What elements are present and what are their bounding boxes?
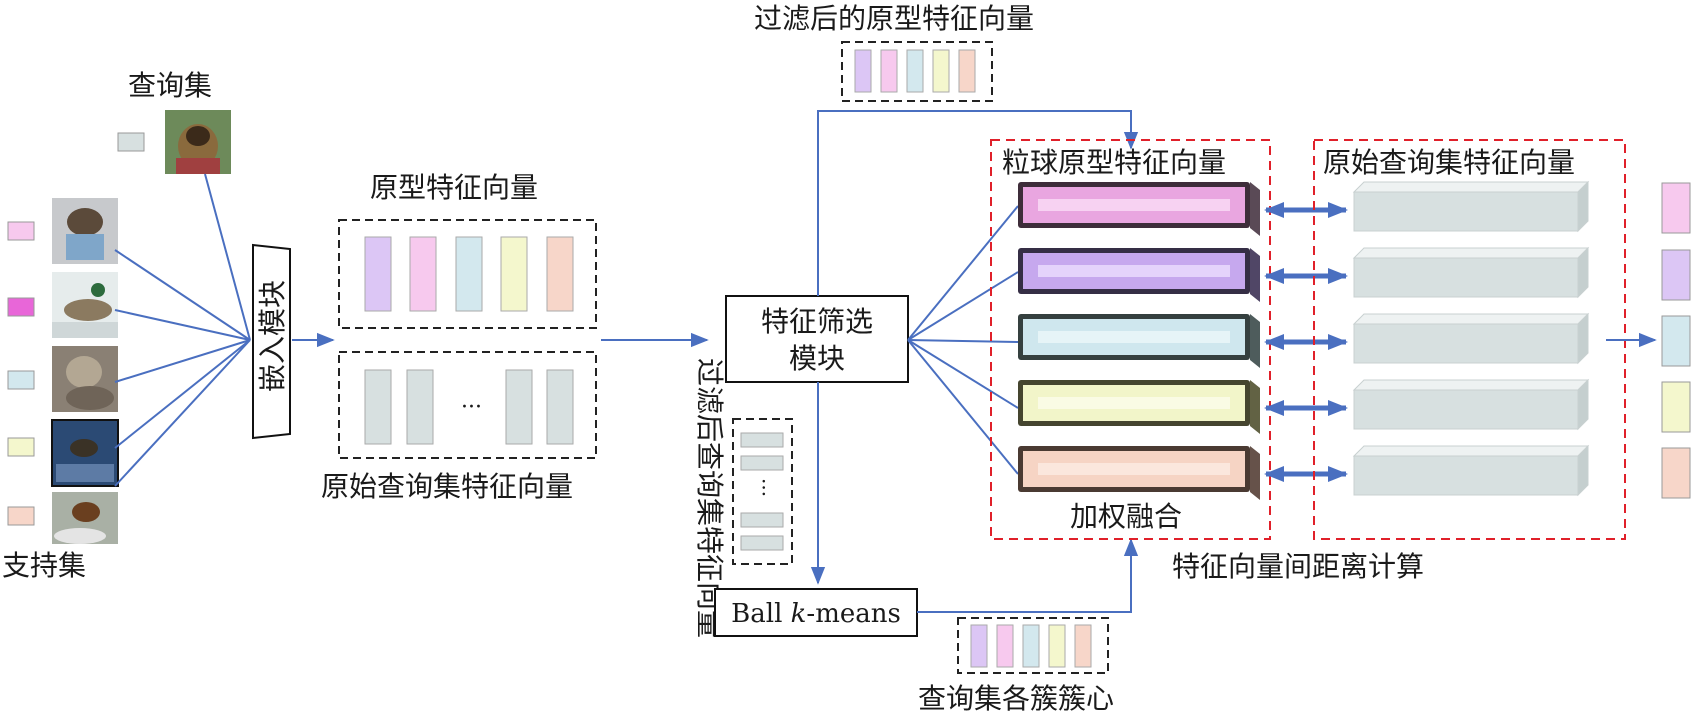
output-swatches <box>1661 182 1691 499</box>
granular-bar-5 <box>1018 446 1260 500</box>
filtered-prototype-bars <box>854 49 976 93</box>
query-image <box>165 110 231 174</box>
cluster-centers-box <box>957 617 1109 674</box>
support-image-1 <box>52 198 118 264</box>
feature-filter-label-2: 模块 <box>789 342 845 375</box>
distance-arrows <box>1264 202 1348 482</box>
ball-kmeans-module: Ball k-means <box>714 588 918 637</box>
ball-kmeans-label: Ball k-means <box>731 599 901 629</box>
feature-filter-label-1: 特征筛选 <box>761 305 873 338</box>
support-swatches <box>7 221 35 526</box>
feature-filter-module: 特征筛选 模块 <box>725 295 909 383</box>
prototype-vector-bars <box>364 236 574 312</box>
filter-to-granular-arrow <box>817 110 1139 296</box>
support-image-5 <box>52 492 118 544</box>
query-swatch <box>117 132 145 152</box>
raw-query-right-label: 原始查询集特征向量 <box>1323 146 1575 179</box>
support-swatch-1 <box>7 221 35 241</box>
output-swatch-4 <box>1661 381 1691 433</box>
embed-module: 嵌入模块 <box>252 243 291 440</box>
query-set-label: 查询集 <box>128 69 212 102</box>
filtered-query-box <box>732 418 793 565</box>
output-swatch-1 <box>1661 182 1691 234</box>
granular-bar-4 <box>1018 380 1260 434</box>
granular-bar-1 <box>1018 182 1260 236</box>
output-swatch-3 <box>1661 315 1691 367</box>
granular-ball-bars <box>1018 182 1260 500</box>
prototype-vectors-label: 原型特征向量 <box>370 171 538 204</box>
support-image-4 <box>51 419 119 487</box>
raw-query-bar-1 <box>1352 180 1590 233</box>
kmeans-to-granular-arrow <box>917 538 1139 613</box>
support-image-3 <box>52 346 118 412</box>
raw-query-ellipsis: ··· <box>461 395 482 420</box>
distance-calc-label: 特征向量间距离计算 <box>1172 550 1424 583</box>
filter-fanout-lines <box>907 205 1019 475</box>
raw-query-vectors-label: 原始查询集特征向量 <box>321 470 573 503</box>
support-swatch-5 <box>7 506 35 526</box>
output-swatch-2 <box>1661 249 1691 301</box>
filtered-query-ellipsis: ··· <box>752 478 776 497</box>
support-swatch-2 <box>7 297 35 317</box>
raw-query-bar-4 <box>1352 378 1590 431</box>
weighted-fusion-label: 加权融合 <box>1070 500 1182 533</box>
granular-ball-region <box>990 139 1271 540</box>
filtered-query-bars <box>740 432 784 551</box>
raw-query-bar-2 <box>1352 246 1590 299</box>
support-set-label: 支持集 <box>2 549 86 582</box>
support-swatch-4 <box>7 437 35 457</box>
support-swatch-3 <box>7 370 35 390</box>
output-swatch-5 <box>1661 447 1691 499</box>
filtered-prototypes-label: 过滤后的原型特征向量 <box>754 2 1034 35</box>
input-lines <box>114 173 251 487</box>
raw-query-3d-bars <box>1352 180 1590 497</box>
prototype-vectors-box <box>338 219 597 329</box>
granular-bar-2 <box>1018 248 1260 302</box>
cluster-center-bars <box>970 624 1092 668</box>
granular-ball-label: 粒球原型特征向量 <box>1002 146 1226 179</box>
raw-query-bar-5 <box>1352 444 1590 497</box>
support-image-2 <box>52 272 118 338</box>
granular-bar-3 <box>1018 314 1260 368</box>
cluster-centers-label: 查询集各簇簇心 <box>918 682 1114 715</box>
raw-query-vector-bars <box>364 369 574 445</box>
raw-query-bar-3 <box>1352 312 1590 365</box>
embed-module-label: 嵌入模块 <box>256 280 289 392</box>
